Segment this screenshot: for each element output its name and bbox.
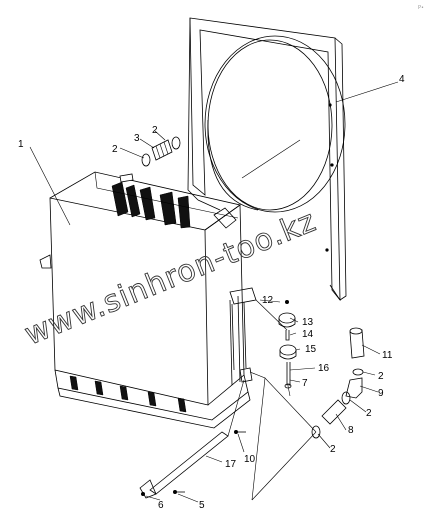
fan-shroud-frame xyxy=(187,17,347,302)
upper-hose-assembly xyxy=(141,136,181,167)
bolt-10 xyxy=(234,430,238,434)
callout-11: 11 xyxy=(382,350,393,361)
rubber-cushion-15 xyxy=(279,344,297,356)
bolt-7 xyxy=(284,383,292,389)
fan-ring xyxy=(204,35,346,252)
callout-9: 9 xyxy=(378,388,384,399)
leader-lines xyxy=(29,81,399,503)
callout-2: 2 xyxy=(152,125,158,136)
bolt-12 xyxy=(285,300,289,304)
callout-1: 1 xyxy=(18,139,24,150)
callout-2: 2 xyxy=(330,444,336,455)
callout-numbers: 1 2 3 2 4 12 13 14 15 16 7 11 2 9 2 8 2 … xyxy=(18,74,405,511)
callout-15: 15 xyxy=(305,344,317,355)
callout-6: 6 xyxy=(158,500,164,511)
radiator-body xyxy=(39,171,253,429)
callout-7: 7 xyxy=(302,378,308,389)
callout-2: 2 xyxy=(366,408,372,419)
assembly-guide-lines xyxy=(227,299,317,501)
callout-17: 17 xyxy=(225,459,237,470)
nut-6 xyxy=(141,492,145,496)
callout-3: 3 xyxy=(134,133,140,144)
hose-clamp xyxy=(311,425,321,439)
hose-clamp xyxy=(352,368,364,376)
bolt-5 xyxy=(173,490,177,494)
shroud-bolt xyxy=(325,248,329,252)
rubber-cushion-13 xyxy=(278,312,296,324)
callout-14: 14 xyxy=(302,329,314,340)
callout-16: 16 xyxy=(318,363,330,374)
callout-13: 13 xyxy=(302,317,314,328)
corner-mark: P• xyxy=(418,5,424,11)
shroud-bolt xyxy=(330,163,334,167)
callout-2: 2 xyxy=(378,371,384,382)
hose-clamp xyxy=(341,391,351,405)
callout-4: 4 xyxy=(399,74,405,85)
shroud-bolt xyxy=(328,103,332,107)
callout-5: 5 xyxy=(199,500,205,511)
callout-2: 2 xyxy=(112,144,118,155)
lower-hose-assembly xyxy=(311,327,365,439)
watermark: www.sinhron-too.kz xyxy=(20,204,321,353)
callout-12: 12 xyxy=(262,295,274,306)
callout-10: 10 xyxy=(244,454,256,465)
callout-8: 8 xyxy=(348,425,354,436)
hose-clamp xyxy=(171,136,181,150)
hose-clamp xyxy=(141,153,151,167)
